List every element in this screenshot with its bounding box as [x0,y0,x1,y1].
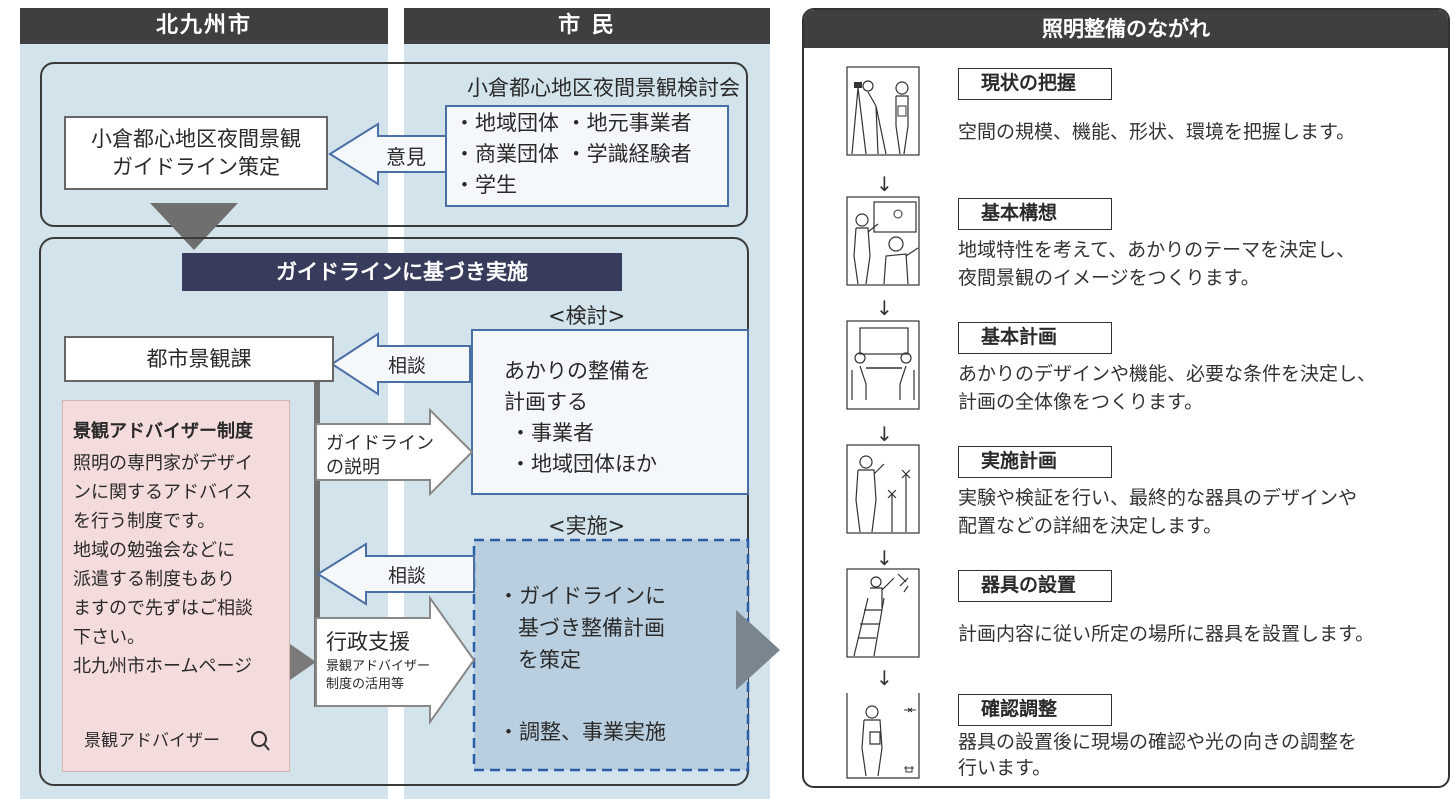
admin-support-sub: 制度の活用等 [326,677,405,692]
survey-person-icon [846,66,920,156]
city-column-header: 北九州市 [20,8,388,44]
implement-banner: ガイドラインに基づき実施 [182,253,622,291]
step-desc: 夜間景観のイメージをつくります。 [958,267,1260,289]
step-title: 基本構想 [958,198,1112,230]
step-desc: 実験や検証を行い、最終的な器具のデザインや [958,487,1358,509]
down-arrow: ↓ [876,296,893,320]
implement-label: <実施> [548,514,626,538]
opinion-label: 意見 [386,145,426,169]
search-icon[interactable] [246,727,276,755]
guideline-explain-label: ガイドライン の説明 [326,432,434,480]
impl-line: ・ガイドラインに [498,584,666,608]
advisor-line: 下さい。 [73,627,145,648]
advisor-title: 景観アドバイザー制度 [73,421,253,442]
meeting-icon [846,320,920,410]
step-title: 確認調整 [958,694,1112,726]
step-title: 器具の設置 [958,570,1112,602]
step-desc: 地域特性を考えて、あかりのテーマを決定し、 [958,239,1356,261]
plan-line: あかりの整備を [504,359,651,383]
council-members-box: ・地域団体 ・地元事業者 ・商業団体 ・学識経験者 ・学生 [446,108,728,201]
admin-support-title: 行政支援 [326,630,410,654]
guideline-explain-line: の説明 [326,457,380,478]
step-title: 実施計画 [958,446,1112,478]
guideline-explain-line: ガイドライン [326,433,434,454]
step-desc: 行います。 [958,757,1052,779]
advisor-line: ンに関するアドバイス [73,482,253,503]
admin-support-label: 行政支援 景観アドバイザー 制度の活用等 [326,628,430,694]
council-member-line: ・商業団体 ・学識経験者 [454,142,692,166]
guideline-line: 小倉都心地区夜間景観 [91,127,301,151]
plan-item: ・事業者 [510,421,594,445]
plan-box: あかりの整備を 計画する ・事業者 ・地域団体ほか [504,356,657,480]
flow-step-2: 基本構想 地域特性を考えて、あかりのテーマを決定し、 夜間景観のイメージをつくり… [840,196,1440,306]
advisor-line: ますので先ずはご相談 [73,598,253,619]
review-label: <検討> [548,304,626,328]
flow-step-3: 基本計画 あかりのデザインや機能、必要な条件を決定し、 計画の全体像をつくります… [840,320,1440,430]
implementation-box: ・ガイドラインに 基づき整備計画 を策定 ・調整、事業実施 [498,580,666,748]
advisor-line: 派遣する制度もあり [73,569,235,590]
step-desc: 空間の規模、機能、形状、環境を把握します。 [958,121,1356,143]
consult-label-2: 相談 [388,565,427,587]
flow-step-1: 現状の把握 空間の規模、機能、形状、環境を把握します。 [840,66,1440,176]
down-arrow: ↓ [876,666,893,690]
advisor-line: 照明の専門家がデザイ [73,453,253,474]
down-arrow: ↓ [876,172,893,196]
flow-step-5: 器具の設置 計画内容に従い所定の場所に器具を設置します。 [840,568,1440,668]
advisor-box: 景観アドバイザー制度 照明の専門家がデザイ ンに関するアドバイス を行う制度です… [62,400,290,772]
flow-step-4: 実施計画 実験や検証を行い、最終的な器具のデザインや 配置などの詳細を決定します… [840,444,1440,554]
advisor-line: 地域の勉強会などに [73,540,235,561]
consult-label-1: 相談 [388,355,427,377]
inspection-icon [846,693,920,779]
advisor-line: を行う制度です。 [73,511,216,532]
council-frame [40,62,748,227]
step-desc: 配置などの詳細を決定します。 [958,515,1223,537]
step-desc: 計画の全体像をつくります。 [958,391,1204,413]
citizen-column-header: 市 民 [404,8,770,44]
search-input[interactable]: 景観アドバイザー [84,731,220,751]
impl-line: を策定 [518,648,581,672]
flow-panel: 照明整備のながれ [802,8,1450,788]
plan-item: ・地域団体ほか [510,452,657,476]
council-member-line: ・地域団体 ・地元事業者 [454,111,692,135]
down-arrow: ↓ [876,422,893,446]
experiment-icon [846,444,920,534]
plan-line: 計画する [504,390,588,414]
step-title: 現状の把握 [958,68,1112,100]
guideline-box: 小倉都心地区夜間景観 ガイドライン策定 [64,116,328,190]
step-desc: あかりのデザインや機能、必要な条件を決定し、 [958,363,1377,385]
step-desc: 器具の設置後に現場の確認や光の向きの調整を [958,731,1358,753]
presentation-icon [846,196,920,286]
impl-last: ・調整、事業実施 [498,720,666,744]
step-desc: 計画内容に従い所定の場所に器具を設置します。 [958,623,1375,645]
advisor-line: 北九州市ホームページ [73,656,253,677]
council-title: 小倉都心地区夜間景観検討会 [467,76,740,100]
impl-line: 基づき整備計画 [518,616,665,640]
step-title: 基本計画 [958,322,1112,354]
advisor-text: 照明の専門家がデザイ ンに関するアドバイス を行う制度です。 地域の勉強会などに… [73,449,279,681]
down-arrow: ↓ [876,546,893,570]
admin-support-sub: 景観アドバイザー [326,659,431,674]
guideline-line: ガイドライン策定 [112,155,280,179]
flow-step-6: 確認調整 器具の設置後に現場の確認や光の向きの調整を 行います。 [840,692,1440,786]
council-member-line: ・学生 [454,173,517,197]
installation-icon [846,568,920,658]
urban-landscape-dept: 都市景観課 [64,336,334,382]
flow-header: 照明整備のながれ [804,10,1448,48]
